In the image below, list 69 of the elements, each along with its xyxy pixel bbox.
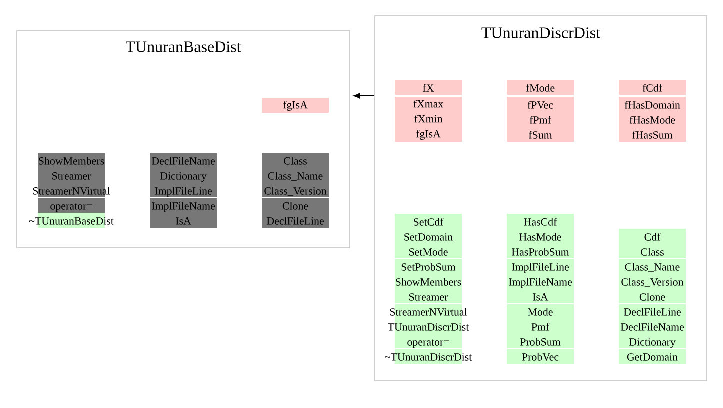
node-label: Streamer (52, 172, 92, 180)
node-label: DeclFileLine (266, 217, 324, 225)
node-label: IsA (176, 218, 192, 225)
node-label: Class (284, 157, 307, 165)
class-box (16, 30, 350, 248)
node-label: SetMode (410, 248, 448, 256)
member-list: fgIsA (262, 98, 329, 113)
member-list: fHasDomain fHasMode fHasSum (619, 97, 686, 142)
node-label: DeclFileName (152, 157, 216, 165)
node-label: operator= (408, 340, 450, 348)
node-label: Class_Name (268, 172, 323, 182)
node-label: SetDomain (404, 234, 453, 241)
node-label: Class (641, 248, 664, 256)
node-label: ~TUnuranBaseDist (29, 218, 114, 225)
class-title: TUnuranBaseDist (126, 42, 242, 52)
member-list: Class Class_Name Class_Version Clone DeclFileLine (262, 153, 330, 228)
node-label: fHasMode (630, 116, 676, 124)
member-list: fXmax fXmin fgIsA (395, 97, 462, 142)
member-list: fPVec fPmf fSum (507, 97, 574, 142)
class-title: TUnuranDiscrDist (482, 28, 600, 38)
member-list: fMode (507, 80, 574, 95)
node-label: Class_Version (622, 278, 684, 288)
node-label: operator= (50, 204, 92, 212)
node-label: HasCdf (524, 218, 558, 226)
member-list: HasCdf HasMode HasProbSum ImplFileLine ImplFileName IsA Mode Pmf ProbSum ProbVec (506, 214, 574, 364)
node-label: GetDomain (627, 354, 678, 361)
node-label: Streamer (410, 294, 448, 301)
node-label: fXmin (414, 114, 443, 123)
member-list: fX (395, 80, 462, 95)
arrow (354, 93, 375, 99)
node-label: SetCdf (414, 218, 444, 226)
node-label: IsA (533, 294, 548, 301)
node-label: ShowMembers (396, 278, 462, 286)
node-label: Class_Name (625, 263, 680, 272)
node-label: fPmf (530, 116, 552, 124)
node-label: ImplFileLine (155, 187, 212, 198)
node-label: DeclFileName (620, 323, 684, 331)
node-label: Dictionary (160, 172, 207, 182)
node-label: DeclFileLine (624, 308, 681, 316)
node-label: Pmf (532, 323, 550, 331)
member-list: Cdf Class Class_Name Class_Version Clone DeclFileLine DeclFileName Dictionary GetDomain (618, 229, 686, 364)
node-label: fXmax (414, 100, 444, 108)
node-label: ImplFileName (152, 202, 216, 212)
node-label: HasProbSum (512, 248, 570, 256)
node-label: StreamerNVirtual (390, 308, 468, 316)
member-list: DeclFileName Dictionary ImplFileLine ImplFileName IsA (150, 153, 218, 228)
node-label: Mode (528, 308, 553, 316)
member-list: fCdf (619, 80, 686, 95)
node-label: Clone (640, 293, 666, 301)
node-label: Dictionary (629, 338, 676, 348)
node-label: Class_Version (264, 187, 327, 196)
node-label: ImplFileLine (512, 263, 569, 274)
node-label: Clone (282, 202, 308, 210)
node-label: ProbVec (522, 353, 559, 361)
class-box (374, 16, 708, 382)
node-label: fHasDomain (624, 101, 680, 109)
node-label: HasMode (520, 233, 562, 241)
node-label: ImplFileName (509, 278, 572, 288)
node-label: ~TUnuranDiscrDist (385, 354, 472, 361)
node-label: SetProbSum (402, 263, 456, 271)
node-label: Cdf (644, 233, 661, 241)
node-label: TUnuranDiscrDist (388, 324, 470, 331)
node-label: fHasSum (632, 131, 673, 139)
node-label: ProbSum (520, 338, 561, 346)
member-list: SetCdf SetDomain SetMode SetProbSum ShowMembers Streamer StreamerNVirtual TUnuranDiscrDist operator= ~TUnuranDiscrDist (385, 214, 472, 364)
node-label: fSum (528, 131, 552, 139)
node-label: fPVec (528, 101, 554, 109)
node-label: fgIsA (416, 130, 441, 140)
node-label: ShowMembers (39, 157, 104, 165)
